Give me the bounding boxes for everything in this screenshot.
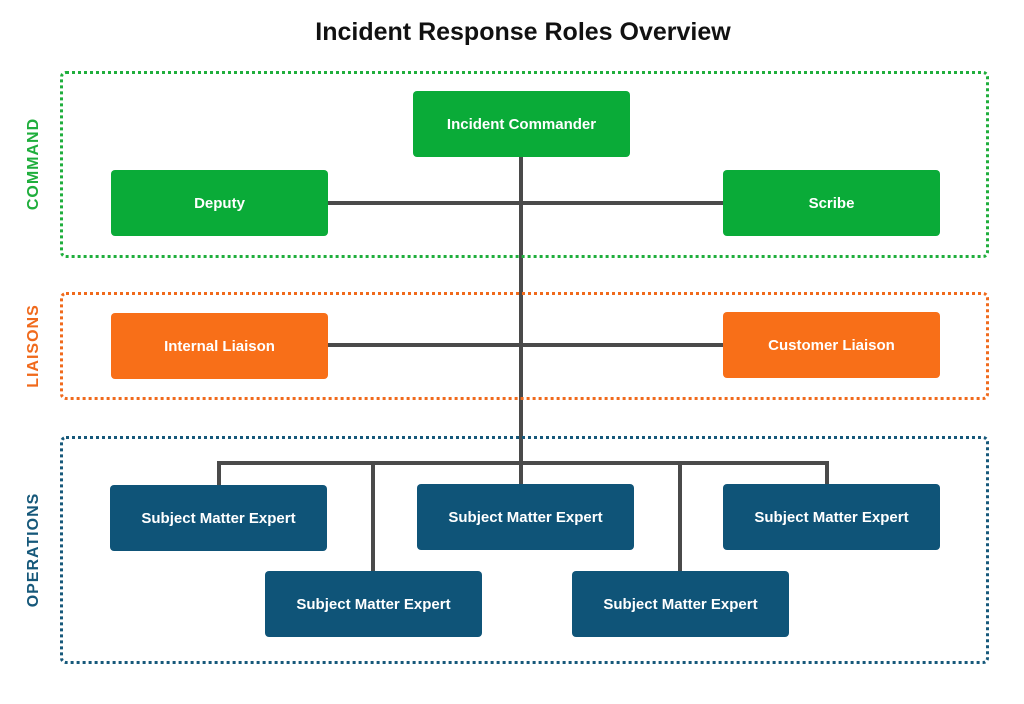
sme-label-3: Subject Matter Expert [754,508,909,526]
deputy-node: Deputy [111,170,328,236]
internal-liaison-label: Internal Liaison [164,337,275,355]
scribe-node: Scribe [723,170,940,236]
operations-section [60,436,989,664]
sme-label-5: Subject Matter Expert [603,595,758,613]
liaisons-section [60,292,989,400]
sme-node-1: Subject Matter Expert [110,485,327,551]
sme-node-3: Subject Matter Expert [723,484,940,550]
liaisons-section-label: LIAISONS [25,304,42,388]
sme-label-4: Subject Matter Expert [296,595,451,613]
incident-commander-label: Incident Commander [446,115,597,133]
deputy-label: Deputy [194,194,245,212]
scribe-label: Scribe [808,194,855,212]
sme-label-2: Subject Matter Expert [448,508,603,526]
command-section-label: COMMAND [25,117,42,211]
internal-liaison-node: Internal Liaison [111,313,328,379]
operations-section-label: OPERATIONS [25,492,42,608]
sme-label-1: Subject Matter Expert [141,509,296,527]
customer-liaison-label: Customer Liaison [768,336,895,354]
customer-liaison-node: Customer Liaison [723,312,940,378]
sme-node-2: Subject Matter Expert [417,484,634,550]
command-section [60,71,989,258]
sme-node-5: Subject Matter Expert [572,571,789,637]
sme-node-4: Subject Matter Expert [265,571,482,637]
incident-commander-node: Incident Commander [413,91,630,157]
diagram-title: Incident Response Roles Overview [315,18,731,46]
